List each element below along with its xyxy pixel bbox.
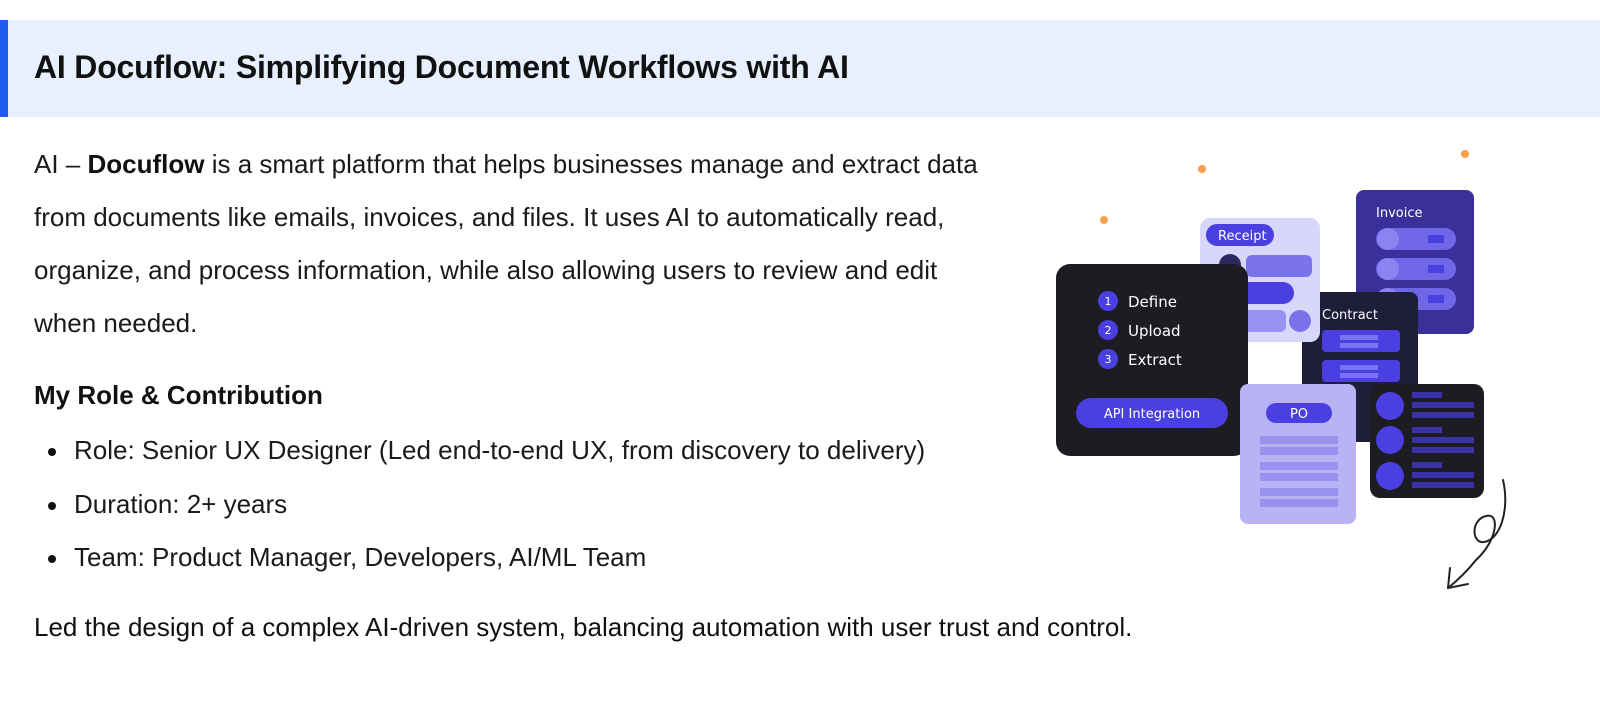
receipt-label: Receipt (1218, 229, 1267, 244)
invoice-label: Invoice (1376, 206, 1422, 221)
curly-arrow-icon (1447, 479, 1507, 589)
list-card (1370, 384, 1484, 498)
intro-prefix: AI – (34, 149, 88, 179)
list-item: Duration: 2+ years (34, 478, 925, 532)
step-label: Extract (1128, 351, 1182, 369)
summary-text: Led the design of a complex AI-driven sy… (34, 612, 1133, 642)
po-card: PO (1240, 384, 1356, 524)
decor-dot (1198, 165, 1206, 173)
step-number: 3 (1105, 353, 1112, 366)
contract-label: Contract (1322, 308, 1378, 323)
step-number: 1 (1105, 295, 1112, 308)
decor-dot (1461, 150, 1469, 158)
intro-paragraph: AI – Docuflow is a smart platform that h… (34, 138, 994, 350)
po-label: PO (1290, 407, 1308, 422)
illustration-graphic: Invoice Contract Receipt (1056, 150, 1507, 589)
workflow-illustration: Invoice Contract Receipt (1040, 140, 1580, 610)
api-integration-label: API Integration (1104, 407, 1200, 422)
list-item: Role: Senior UX Designer (Led end-to-end… (34, 424, 925, 478)
intro-product-name: Docuflow (87, 149, 205, 179)
list-item: Team: Product Manager, Developers, AI/ML… (34, 531, 925, 585)
steps-card: 1 Define 2 Upload 3 Extract API Integrat… (1056, 264, 1248, 456)
decor-dot (1100, 216, 1108, 224)
title-banner: AI Docuflow: Simplifying Document Workfl… (0, 20, 1600, 117)
intro-text: is a smart platform that helps businesse… (34, 149, 978, 338)
role-list: Role: Senior UX Designer (Led end-to-end… (34, 424, 925, 585)
step-label: Define (1128, 293, 1177, 311)
role-heading: My Role & Contribution (34, 380, 323, 410)
step-number: 2 (1105, 324, 1112, 337)
page-title: AI Docuflow: Simplifying Document Workfl… (34, 49, 849, 85)
step-label: Upload (1128, 322, 1181, 340)
